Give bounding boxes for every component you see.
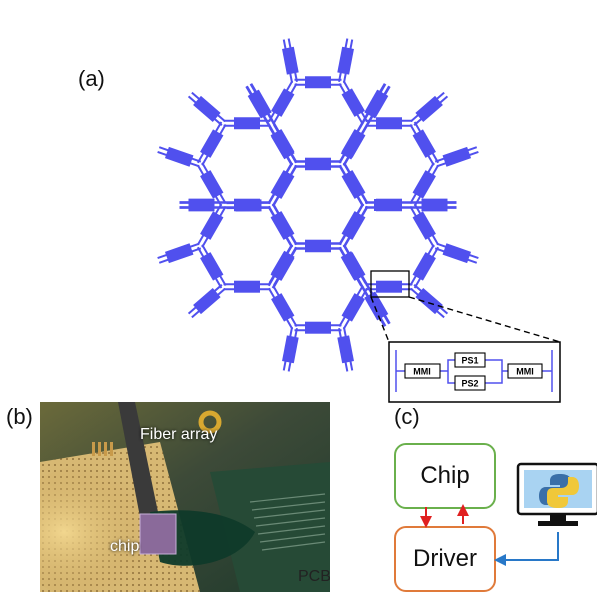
- chip-block-label: Chip: [420, 462, 470, 489]
- mesh-edge-11-phase-block: [412, 211, 436, 240]
- mesh-port-16-phase-block: [188, 198, 215, 211]
- mesh-port-0-phase-block: [374, 199, 400, 211]
- panel-label-b: (b): [6, 404, 33, 429]
- mesh-edge-6-phase-block: [412, 252, 436, 281]
- mesh-edge-40-phase-block: [376, 117, 402, 130]
- mesh-port-26-phase-block: [364, 90, 389, 119]
- mesh-port-6-phase-block: [364, 291, 388, 321]
- driver-block-label: Driver: [413, 545, 477, 572]
- pcb-label: PCB: [298, 568, 330, 585]
- python-monitor-icon: [516, 462, 597, 526]
- mesh-port-15-phase-block: [271, 130, 295, 160]
- chip-photo: Fiber array chip PCB: [40, 402, 330, 592]
- hexagonal-waveguide-mesh: [157, 38, 479, 372]
- mesh-port-24-phase-block: [442, 146, 472, 167]
- mesh-edge-23-phase-block: [270, 211, 294, 240]
- fiber-array-label: Fiber array: [140, 426, 218, 443]
- mesh-edge-16-phase-block: [305, 240, 331, 253]
- chip-block: Chip: [394, 443, 496, 509]
- mesh-edge-19-phase-block: [234, 280, 260, 293]
- mesh-edge-35-phase-block: [341, 88, 365, 117]
- mesh-edge-21-phase-block: [200, 211, 224, 240]
- mesh-edge-20-phase-block: [200, 252, 224, 281]
- mesh-port-9-phase-block: [340, 251, 365, 280]
- panel-label-c: (c): [394, 404, 420, 429]
- mesh-edge-9-phase-block: [342, 211, 366, 240]
- mesh-port-27-phase-block: [415, 95, 443, 122]
- mesh-edge-28-phase-block: [234, 117, 260, 130]
- mesh-port-8-phase-block: [282, 335, 299, 364]
- mesh-edge-14-phase-block: [271, 293, 295, 322]
- chip-label: chip: [110, 538, 140, 555]
- mesh-port-23-phase-block: [337, 46, 354, 75]
- mesh-edge-36-phase-block: [412, 170, 436, 199]
- mesh-edge-41-phase-block: [412, 129, 436, 158]
- mesh-port-25-phase-block: [421, 198, 448, 211]
- mesh-port-7-phase-block: [337, 335, 354, 364]
- mesh-port-21-phase-block: [248, 89, 272, 119]
- mesh-port-12-phase-block: [164, 243, 194, 264]
- mesh-edge-33-phase-block: [271, 88, 295, 117]
- mesh-port-18-phase-block: [193, 95, 221, 122]
- mesh-edge-12-phase-block: [341, 293, 365, 322]
- mesh-port-17-phase-block: [164, 146, 194, 167]
- mesh-edge-24-phase-block: [270, 170, 294, 199]
- mesh-edge-38-phase-block: [342, 170, 366, 199]
- mesh-port-2-phase-block: [442, 243, 472, 264]
- driver-block: Driver: [394, 526, 496, 592]
- mesh-edge-34-phase-block: [305, 76, 331, 89]
- mesh-port-3-phase-block: [415, 288, 443, 315]
- mesh-port-10-phase-block: [271, 250, 295, 280]
- mesh-edge-26-phase-block: [200, 170, 224, 199]
- panel-label-a: (a): [78, 66, 105, 91]
- mesh-edge-7-phase-block: [376, 280, 402, 293]
- mesh-edge-31-phase-block: [305, 157, 331, 170]
- mesh-port-1-phase-block: [340, 130, 365, 160]
- mesh-edge-27-phase-block: [200, 129, 224, 158]
- mesh-port-22-phase-block: [282, 46, 299, 75]
- mesh-edge-13-phase-block: [305, 321, 331, 334]
- mesh-port-14-phase-block: [235, 199, 262, 212]
- computer-to-driver-arrow: [494, 532, 559, 566]
- mesh-port-11-phase-block: [193, 288, 221, 315]
